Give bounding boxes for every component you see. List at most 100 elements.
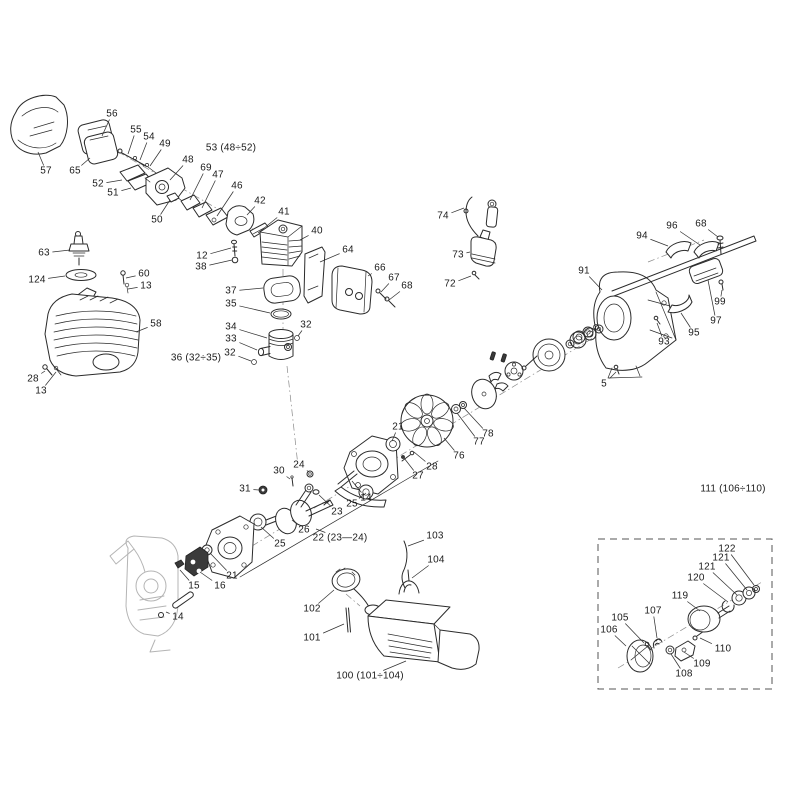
leader-line [458,275,472,282]
part-label-5: 5 [601,378,607,390]
part-label-53-48-52-: 53 (48÷52) [205,142,257,154]
shaft-clamp-drawing [611,235,757,314]
part-label-33: 33 [225,333,237,345]
leader-line [625,623,645,644]
leader-line [165,611,170,614]
leader-line [260,526,275,539]
leader-line [139,142,148,161]
leader-line [730,554,755,586]
leader-line [257,217,278,234]
part-label-109: 109 [693,658,711,670]
part-label-120: 120 [687,572,705,584]
part-label-101: 101 [303,632,321,644]
part-label-64: 64 [342,244,354,256]
part-label-25: 25 [346,498,358,510]
part-label-107: 107 [644,605,662,617]
leader-line [614,635,627,647]
clutch-drum-detail-drawing [626,585,760,673]
part-label-96: 96 [666,220,678,232]
part-label-56: 56 [106,108,118,120]
part-label-95: 95 [688,327,700,339]
leader-line [297,330,303,337]
leader-line [411,565,429,579]
part-label-57: 57 [40,165,52,177]
part-label-49: 49 [159,138,171,150]
leader-line [656,322,663,337]
leader-line [367,273,372,277]
leader-line [45,371,57,386]
part-label-55: 55 [130,124,142,136]
part-label-48: 48 [182,154,194,166]
part-label-121: 121 [698,561,716,573]
part-label-47: 47 [212,169,224,181]
leader-line [306,470,310,473]
leader-line [239,342,258,351]
leader-line [299,235,309,241]
part-label-51: 51 [107,187,119,199]
leader-line [712,572,738,596]
part-label-68: 68 [695,218,707,230]
part-label-100-101-104-: 100 (101÷104) [336,670,404,682]
part-label-42: 42 [254,195,266,207]
leader-line [199,571,213,581]
leader-line [650,238,669,247]
part-label-41: 41 [278,206,290,218]
leader-line [319,253,340,263]
leader-line [407,539,425,547]
air-filter-element-drawing [77,119,119,165]
leader-line [210,247,232,255]
leader-line [179,569,190,581]
part-label-46: 46 [231,180,243,192]
part-label-68: 68 [401,280,413,292]
leader-line [291,519,298,525]
air-filter-cover-drawing [10,94,68,155]
leader-line [680,312,691,328]
part-label-106: 106 [600,624,618,636]
part-label-72: 72 [444,278,456,290]
part-label-28: 28 [426,461,438,473]
fuel-tank-drawing [331,540,480,670]
leader-line [239,305,271,314]
cylinder-drawing [259,219,303,267]
leader-line [720,289,723,297]
part-label-105: 105 [611,612,629,624]
leader-line [456,412,476,437]
part-label-111-106-110-: 111 (106÷110) [700,483,766,495]
leader-line [318,589,335,604]
muffler-gasket-drawing [303,246,326,304]
part-label-76: 76 [453,450,465,462]
leader-line [358,492,367,499]
part-label-28: 28 [27,373,39,385]
leader-line [699,637,713,645]
leader-line [101,119,110,137]
leader-line [160,199,171,215]
part-label-13: 13 [35,385,47,397]
part-label-66: 66 [374,262,386,274]
leader-line [653,616,658,639]
leader-line [383,660,407,671]
leader-line [413,451,426,462]
part-label-16: 16 [214,580,226,592]
leader-line [463,407,484,429]
part-label-23: 23 [331,506,343,518]
part-label-54: 54 [143,131,155,143]
part-label-121: 121 [712,552,730,564]
part-label-103: 103 [426,530,444,542]
leader-line [725,563,748,591]
engine-cover-drawing [42,287,141,377]
part-label-36-32-35-: 36 (32÷35) [170,352,222,364]
leader-line [687,601,701,612]
leader-line [391,432,396,442]
part-label-14: 14 [360,492,372,504]
leader-line [286,476,291,480]
part-label-24: 24 [293,459,305,471]
part-label-110: 110 [714,643,732,655]
part-label-25: 25 [274,538,286,550]
leader-line [125,275,136,279]
part-label-63: 63 [38,247,50,259]
part-label-102: 102 [303,603,321,615]
leader-line [703,583,729,603]
part-label-74: 74 [437,210,449,222]
